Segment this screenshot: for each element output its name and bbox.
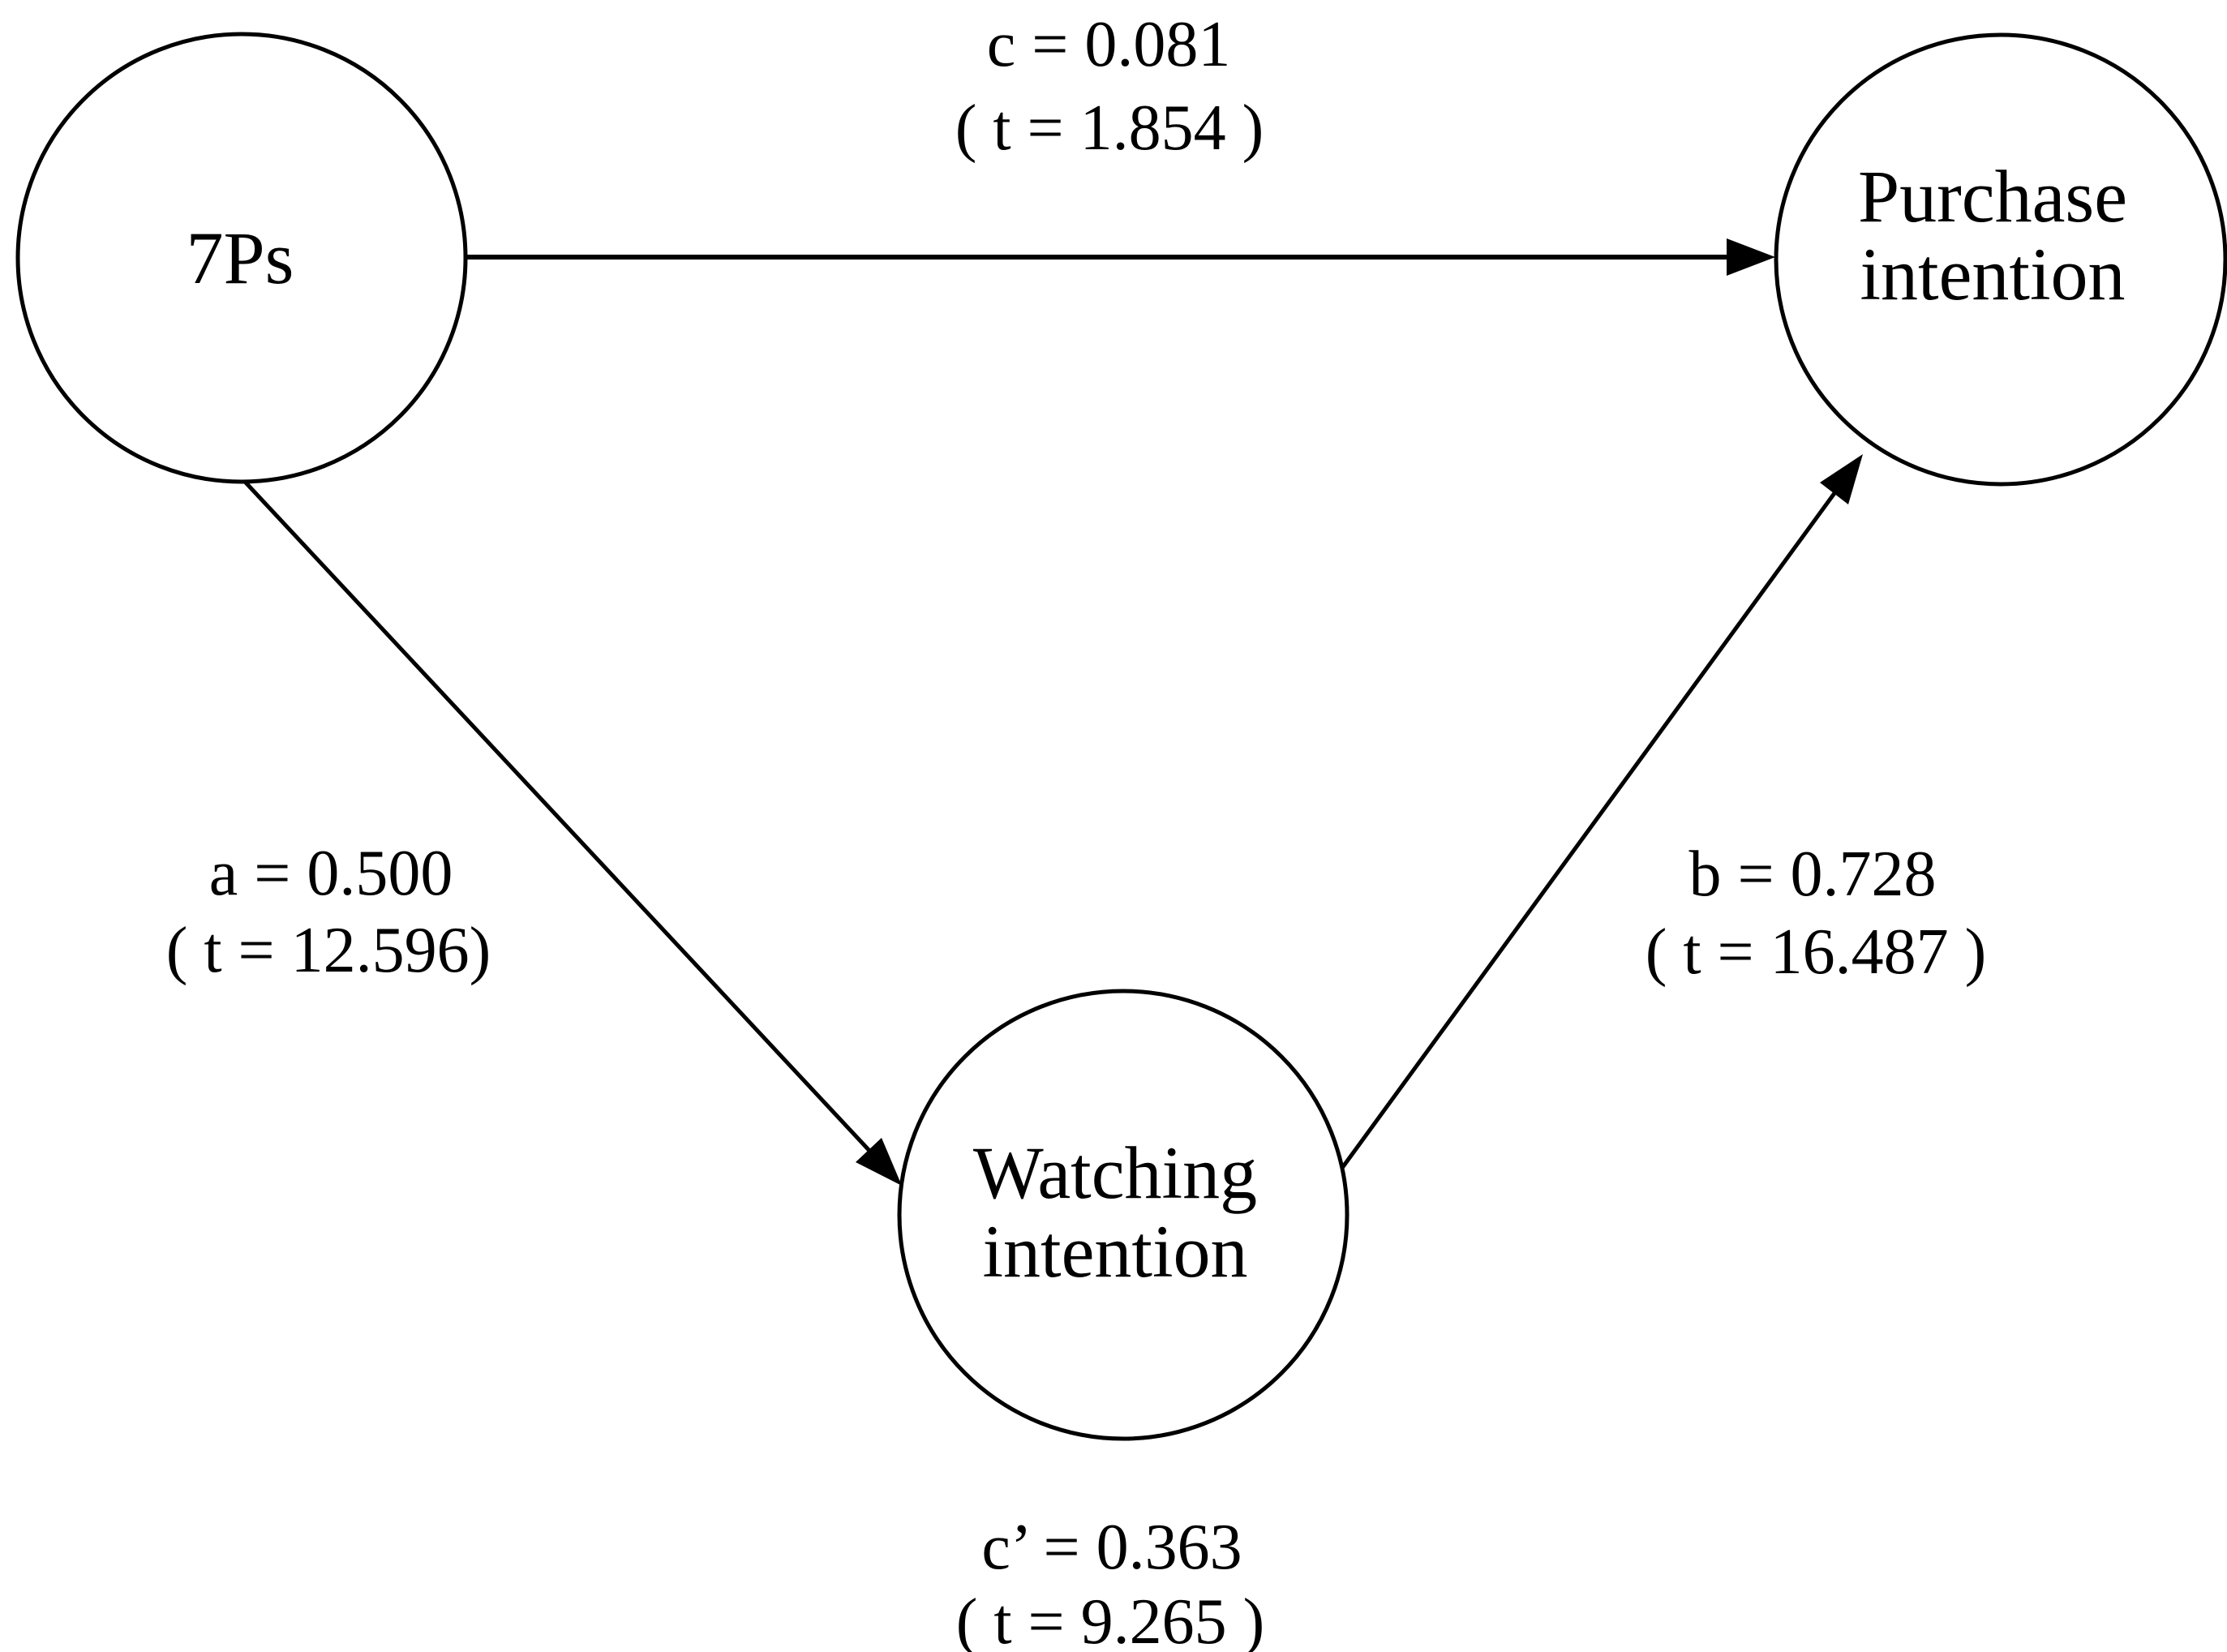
arrow-b-head-icon: [1820, 454, 1863, 504]
path-c-coefficient: c = 0.081: [987, 9, 1231, 80]
purchase-intention-label-line2: intention: [1860, 233, 2125, 315]
node-purchase-intention: Purchase intention: [1774, 32, 2227, 487]
path-b-coefficient: b = 0.728: [1688, 839, 1936, 910]
arrow-a-head-icon: [856, 1138, 902, 1186]
path-c-prime-coefficient: c’ = 0.363: [981, 1512, 1242, 1583]
arrow-b-line: [1340, 488, 1839, 1169]
arrow-a-line: [243, 480, 873, 1155]
watching-intention-circle: [897, 989, 1350, 1441]
path-c-prime-t-value: ( t = 9.265 ): [956, 1586, 1265, 1652]
path-a-t-value: ( t = 12.596): [166, 915, 491, 986]
7ps-circle: [15, 32, 468, 484]
path-a-coefficient: a = 0.500: [209, 838, 453, 909]
watching-intention-label-line2: intention: [982, 1210, 1247, 1293]
label-path-a: a = 0.500 ( t = 12.596): [166, 838, 491, 986]
label-path-c-prime: c’ = 0.363 ( t = 9.265 ): [956, 1512, 1265, 1652]
purchase-intention-label-line1: Purchase: [1858, 155, 2127, 238]
watching-intention-label-line1: Watching: [973, 1131, 1257, 1214]
label-path-b: b = 0.728 ( t = 16.487 ): [1646, 839, 1987, 988]
node-watching-intention: Watching intention: [897, 989, 1350, 1441]
arrow-c-head-icon: [1727, 238, 1775, 276]
arrow-c-direct-path: [466, 238, 1775, 276]
path-b-t-value: ( t = 16.487 ): [1646, 916, 1987, 988]
node-7ps: 7Ps: [15, 32, 468, 484]
path-c-t-value: ( t = 1.854 ): [955, 92, 1264, 164]
label-path-c: c = 0.081 ( t = 1.854 ): [955, 9, 1264, 164]
purchase-intention-circle: [1774, 32, 2227, 487]
arrow-b-path: [1340, 454, 1863, 1169]
7ps-label: 7Ps: [187, 217, 294, 299]
arrow-a-path: [243, 480, 902, 1186]
